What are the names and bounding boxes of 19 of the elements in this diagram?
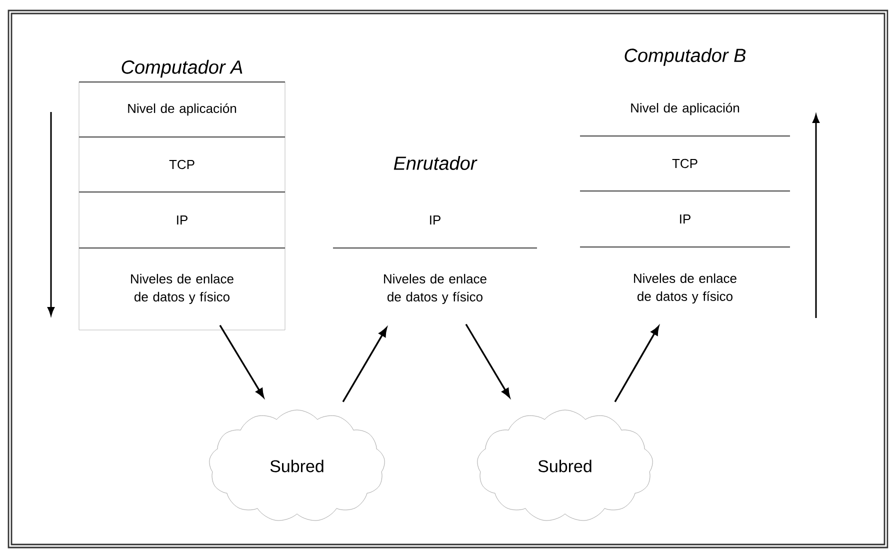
network-cloud: Subred <box>209 410 385 521</box>
protocol-layer: Niveles de enlace de datos y físico <box>384 274 486 304</box>
arrow <box>614 326 660 402</box>
arrow <box>342 327 388 402</box>
protocol-layer: TCP <box>169 160 194 170</box>
stack-heading: Enrutador <box>394 156 478 170</box>
protocol-layer: Nivel de aplicación <box>128 103 236 116</box>
stack-heading: Computador B <box>624 48 746 66</box>
protocol-layer: TCP <box>672 158 698 168</box>
network-cloud: Subred <box>477 410 653 521</box>
protocol-layer: IP <box>177 216 188 224</box>
node-label: Computador A <box>122 60 242 78</box>
protocol-layer: Nivel de aplicación <box>631 102 740 116</box>
protocol-layer: Niveles de enlace de datos y físico <box>131 274 234 304</box>
protocol-layer: Niveles de enlace de datos y físico <box>634 273 736 304</box>
protocol-layer: IP <box>430 216 440 224</box>
arrow <box>465 324 510 398</box>
protocol-layer: IP <box>680 214 690 224</box>
arrow <box>219 324 264 398</box>
